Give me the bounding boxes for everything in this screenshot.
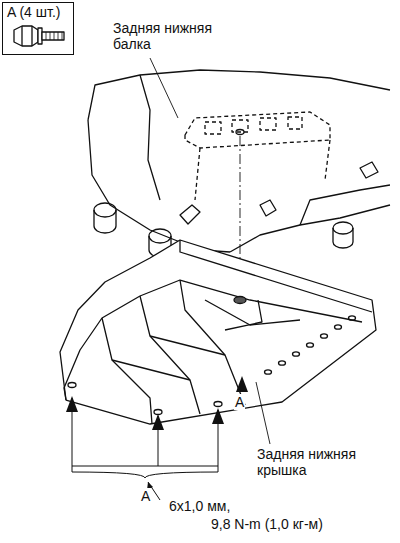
bolt-hole	[236, 130, 244, 135]
leader-line	[256, 382, 270, 444]
cover-hole	[321, 334, 328, 338]
bolt-icon	[14, 26, 64, 46]
fastener-label: A (4 шт.)	[3, 3, 73, 20]
torque-value: 9,8 N-m (1,0 кг-м)	[210, 516, 324, 532]
callout-letter: A	[140, 488, 151, 504]
cover-hole	[279, 361, 286, 365]
cover-hole	[293, 352, 300, 356]
callout-letter: A	[234, 394, 245, 410]
part-name: Задняя нижняя балка	[112, 20, 226, 52]
cover-hole	[335, 325, 342, 329]
bolt-arrows	[66, 376, 248, 490]
bolt-size: 6x1,0 мм,	[168, 498, 231, 514]
cover-hole	[307, 343, 314, 347]
part-name: Задняя нижняя крышка	[256, 446, 376, 478]
rear-lower-beam	[185, 112, 330, 200]
leader-line	[150, 58, 178, 118]
fastener-box: A (4 шт.)	[2, 2, 74, 55]
cover-holes	[265, 316, 356, 374]
arrow-bracket	[72, 398, 218, 500]
engine-block	[88, 70, 390, 257]
rear-lower-cover	[60, 240, 376, 424]
cover-hole	[349, 316, 356, 320]
cover-hole	[265, 370, 272, 374]
